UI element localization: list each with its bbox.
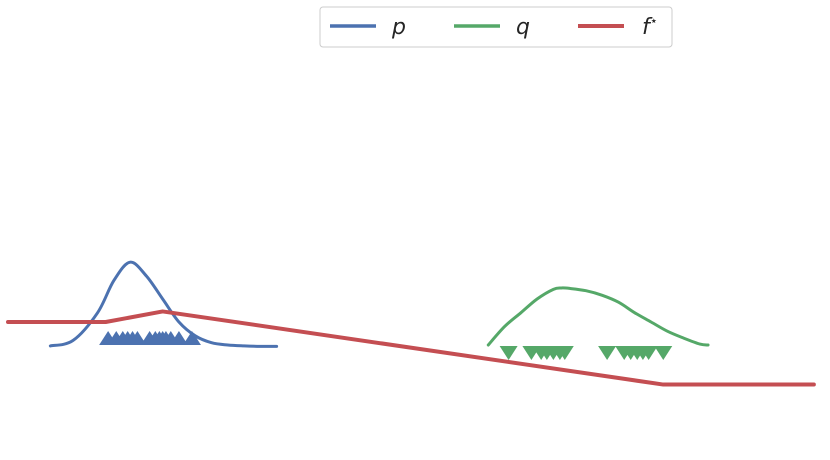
- sample-marker-q-7: [598, 346, 617, 360]
- legend-label-q: q: [516, 15, 530, 40]
- sample-marker-q-12: [639, 346, 658, 360]
- legend-label-p: p: [391, 15, 406, 40]
- sample-marker-p-5: [128, 331, 147, 345]
- sample-marker-q-0: [499, 346, 518, 360]
- series-line-q: [486, 286, 710, 347]
- legend-label-f-star-superscript: ⋆: [650, 14, 658, 29]
- legend-label-f-star: f⋆: [642, 14, 658, 40]
- sample-marker-p-12: [169, 331, 188, 345]
- sample-marker-q-13: [654, 346, 673, 360]
- sample-marker-q-6: [555, 346, 574, 360]
- series-layer: [6, 260, 816, 387]
- legend-label-f-star-base: f: [642, 15, 653, 40]
- marker-layer: [99, 331, 673, 360]
- sample-marker-p-13: [182, 331, 201, 345]
- series-line-f-star: [6, 309, 816, 387]
- legend: p q f⋆: [319, 6, 673, 48]
